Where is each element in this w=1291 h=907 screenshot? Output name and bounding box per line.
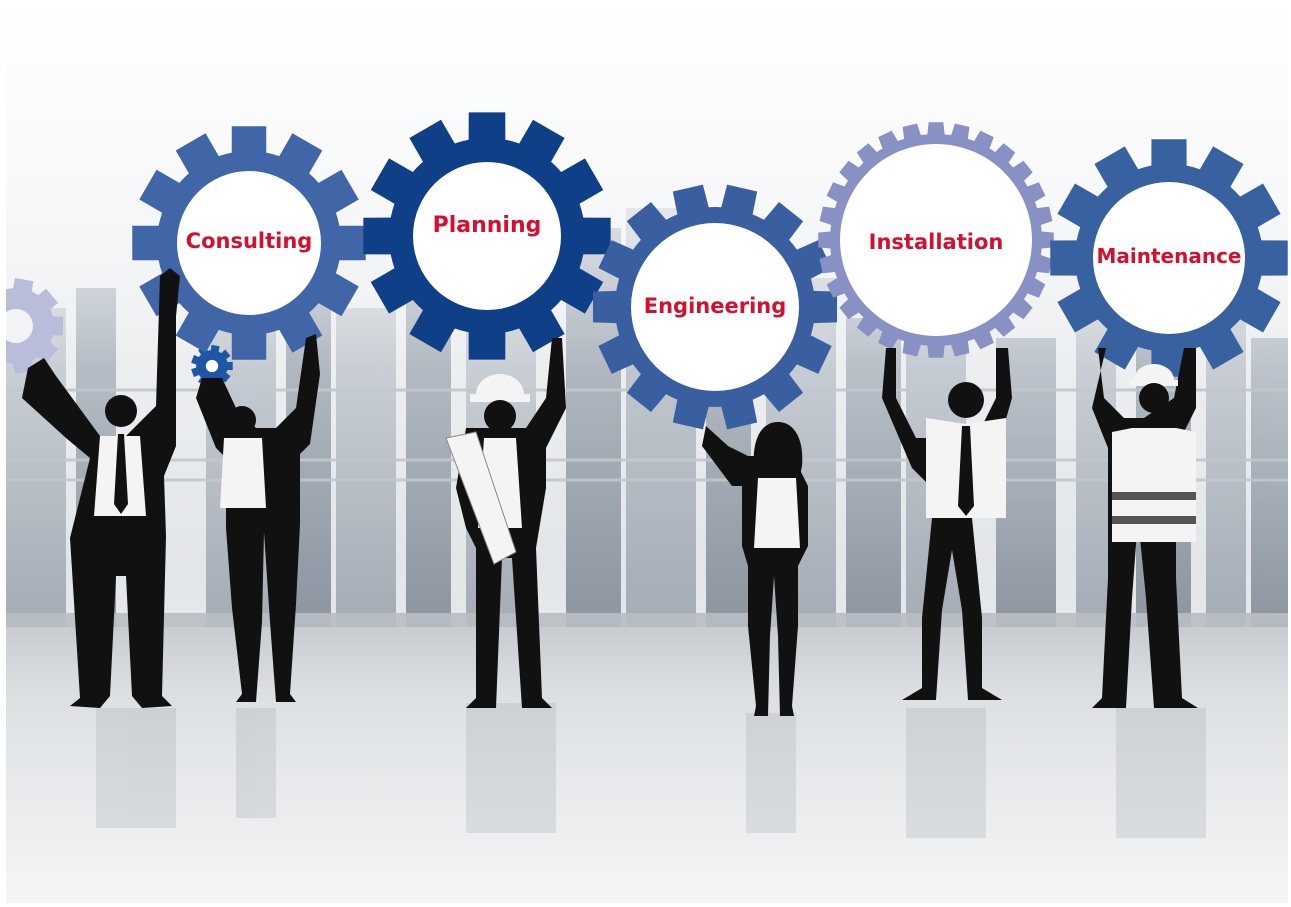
gear-consulting: Consulting: [131, 125, 367, 361]
gear-label-consulting: Consulting: [185, 229, 313, 253]
gear-planning: Planning: [362, 111, 612, 361]
small-gear-blue-icon: [191, 344, 233, 388]
gear-maintenance: Maintenance: [1049, 138, 1288, 378]
gear-teeth-shape: [6, 278, 64, 374]
gear-label-maintenance: Maintenance: [1096, 244, 1242, 268]
gear-installation: Installation: [818, 122, 1054, 358]
gear-center-disc: [205, 359, 219, 373]
person-businessman-right: [882, 348, 1012, 700]
person-businesswoman-center: [702, 422, 808, 716]
gear-center-disc: [1093, 182, 1245, 334]
person-worker-safety-vest: [1092, 348, 1198, 708]
gear-center-disc: [413, 162, 561, 310]
gear-center-disc: [177, 171, 321, 315]
gear-center-disc: [840, 144, 1032, 336]
gear-planning-icon: [363, 112, 611, 360]
illustration-scene: Consulting Planning Engineering Installa…: [6, 8, 1288, 903]
person-consultant-left: [22, 268, 180, 708]
person-engineer-hardhat: [445, 338, 566, 708]
gear-label-engineering: Engineering: [643, 294, 787, 318]
gear-consulting-icon: [132, 126, 366, 360]
person-woman-left: [196, 334, 320, 702]
floor-reflections: [96, 703, 1206, 838]
gear-engineering-icon: [592, 184, 838, 430]
gear-label-installation: Installation: [868, 230, 1004, 254]
gear-engineering: Engineering: [592, 184, 838, 430]
gear-center-disc: [631, 223, 799, 391]
business-team-silhouettes: [22, 268, 1198, 716]
gear-label-planning: Planning: [432, 213, 542, 238]
gear-center-disc: [6, 309, 33, 343]
gear-maintenance-icon: [1050, 139, 1288, 377]
gear-installation-icon: [818, 122, 1054, 358]
small-gear-left-icon: [6, 278, 64, 374]
